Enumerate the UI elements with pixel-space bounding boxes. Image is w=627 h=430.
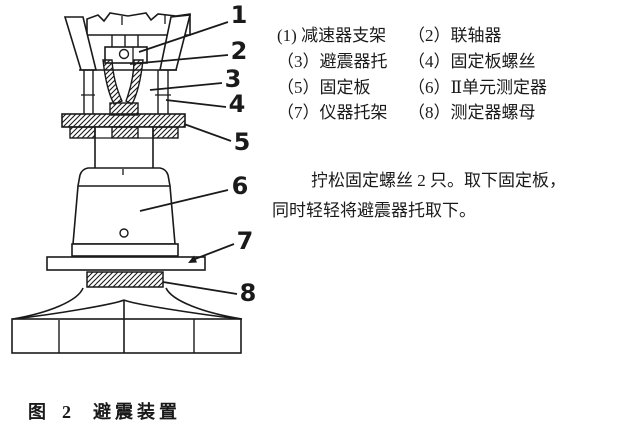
shock-absorber-diagram: 1 2 3 4 5 6 7 8 <box>11 1 257 354</box>
figure-caption-label: 图 <box>28 402 46 422</box>
arrowhead-icon <box>188 255 197 263</box>
parts-legend: (1) 减速器支架 （2）联轴器 （3）避震器托 （4）固定板螺丝 （5）固定板… <box>277 23 547 126</box>
instrument-bracket-drawing <box>46 256 206 271</box>
leader-lines <box>129 21 238 295</box>
legend-item-name: 减速器支架 <box>301 26 387 45</box>
legend-item-number: （8） <box>408 103 451 123</box>
legend-item-name: 仪器托架 <box>319 103 388 123</box>
legend-item-4: （4）固定板螺丝 <box>408 49 547 75</box>
legend-item-number: （2） <box>408 26 451 45</box>
base-drawing <box>11 287 243 354</box>
legend-item-number: （7） <box>277 103 320 123</box>
legend-item-7: （7）仪器托架 <box>277 100 408 126</box>
coupling-drawing <box>104 46 148 64</box>
reducer-bracket-drawing <box>63 12 192 114</box>
callout-6: 6 <box>232 172 249 200</box>
legend-item-name: 联轴器 <box>450 26 502 45</box>
callout-1: 1 <box>231 1 248 29</box>
legend-item-number: （5） <box>277 77 320 97</box>
callout-8: 8 <box>240 279 257 307</box>
instruction-line-2: 同时轻轻将避震器托取下。 <box>272 201 476 220</box>
legend-item-2: （2）联轴器 <box>408 23 547 49</box>
figure-caption-title: 避震装置 <box>93 402 181 422</box>
instruction-line-1: 拧松固定螺丝 2 只。取下固定板， <box>311 171 566 190</box>
legend-item-name: 固定板 <box>319 77 371 97</box>
callout-7: 7 <box>237 227 254 255</box>
legend-item-number: （6） <box>408 77 451 97</box>
fixing-plate-drawing <box>61 113 186 171</box>
legend-item-5: （5）固定板 <box>277 75 408 101</box>
legend-item-name: 固定板螺丝 <box>450 51 536 71</box>
measuring-unit-drawing <box>71 167 179 257</box>
legend-item-number: (1) <box>277 26 302 45</box>
figure-caption-number: 2 <box>62 402 71 422</box>
nut-drawing <box>86 271 164 288</box>
legend-item-1: (1) 减速器支架 <box>277 23 408 49</box>
legend-item-name: Ⅱ单元测定器 <box>450 77 548 97</box>
legend-item-number: （4） <box>408 51 451 71</box>
legend-item-name: 测定器螺母 <box>450 103 536 123</box>
legend-item-3: （3）避震器托 <box>277 49 408 75</box>
callout-5: 5 <box>234 128 251 156</box>
callout-2: 2 <box>231 37 248 65</box>
legend-item-name: 避震器托 <box>319 51 388 71</box>
instruction-paragraph: 拧松固定螺丝 2 只。取下固定板， 同时轻轻将避震器托取下。 <box>272 166 624 226</box>
callout-4: 4 <box>229 90 246 118</box>
legend-item-8: （8）测定器螺母 <box>408 100 547 126</box>
callout-3: 3 <box>225 65 242 93</box>
legend-item-6: （6）Ⅱ单元测定器 <box>408 75 547 101</box>
shock-absorber-holder-drawing <box>102 59 144 116</box>
legend-item-number: （3） <box>277 51 320 71</box>
callout-numbers: 1 2 3 4 5 6 7 8 <box>225 1 257 307</box>
